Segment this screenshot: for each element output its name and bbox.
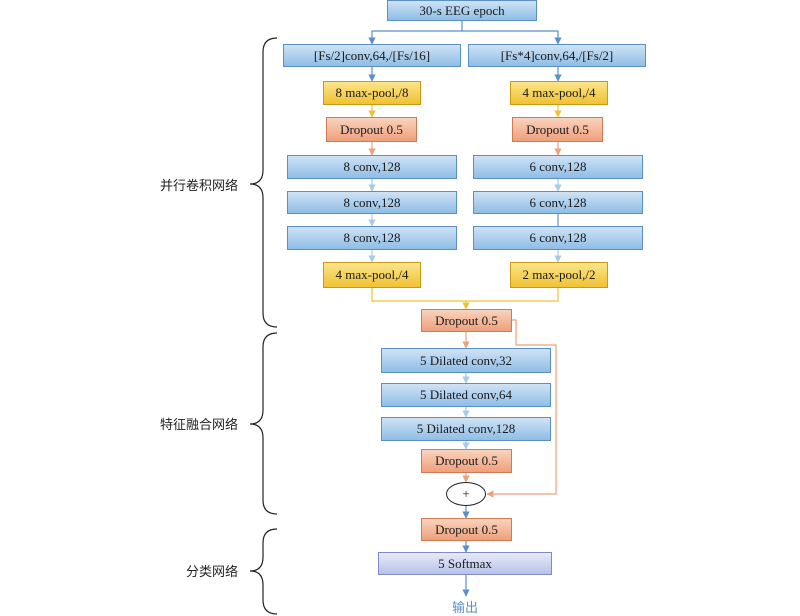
fusion-dropout-inner-node: Dropout 0.5 — [421, 449, 512, 473]
merge-connector — [371, 288, 559, 310]
input-node: 30-s EEG epoch — [387, 0, 537, 21]
residual-sum-node: + — [446, 482, 486, 506]
left-dropout-node: Dropout 0.5 — [326, 117, 417, 142]
left-conv3-node: 8 conv,128 — [287, 191, 457, 214]
fusion-dropout-in-node: Dropout 0.5 — [421, 309, 512, 332]
left-conv4-node: 8 conv,128 — [287, 226, 457, 250]
left-conv2-node: 8 conv,128 — [287, 155, 457, 179]
input-split-connector — [368, 21, 562, 45]
right-dropout-node: Dropout 0.5 — [512, 117, 603, 142]
right-maxpool2-node: 2 max-pool,/2 — [510, 262, 608, 288]
right-conv3-node: 6 conv,128 — [473, 191, 643, 214]
brace-parallel-conv — [249, 37, 278, 328]
output-label: 输出 — [452, 601, 479, 616]
right-conv1-node: [Fs*4]conv,64,/[Fs/2] — [468, 44, 646, 67]
section-label-feature-fusion: 特征融合网络 — [160, 418, 239, 433]
section-label-classification: 分类网络 — [186, 565, 239, 580]
left-conv1-node: [Fs/2]conv,64,/[Fs/16] — [283, 44, 461, 67]
right-conv2-node: 6 conv,128 — [473, 155, 643, 179]
brace-classification — [249, 528, 278, 615]
brace-feature-fusion — [249, 332, 278, 515]
dilated-conv1-node: 5 Dilated conv,32 — [381, 348, 551, 373]
classifier-dropout-node: Dropout 0.5 — [421, 518, 512, 541]
left-maxpool1-node: 8 max-pool,/8 — [323, 81, 421, 105]
section-label-parallel-conv: 并行卷积网络 — [160, 179, 239, 194]
right-maxpool1-node: 4 max-pool,/4 — [510, 81, 608, 105]
dilated-conv2-node: 5 Dilated conv,64 — [381, 383, 551, 407]
dilated-conv3-node: 5 Dilated conv,128 — [381, 417, 551, 441]
skip-connection — [486, 319, 557, 498]
section-braces — [249, 37, 278, 615]
softmax-node: 5 Softmax — [378, 552, 552, 575]
right-conv4-node: 6 conv,128 — [473, 226, 643, 250]
left-maxpool2-node: 4 max-pool,/4 — [323, 262, 421, 288]
